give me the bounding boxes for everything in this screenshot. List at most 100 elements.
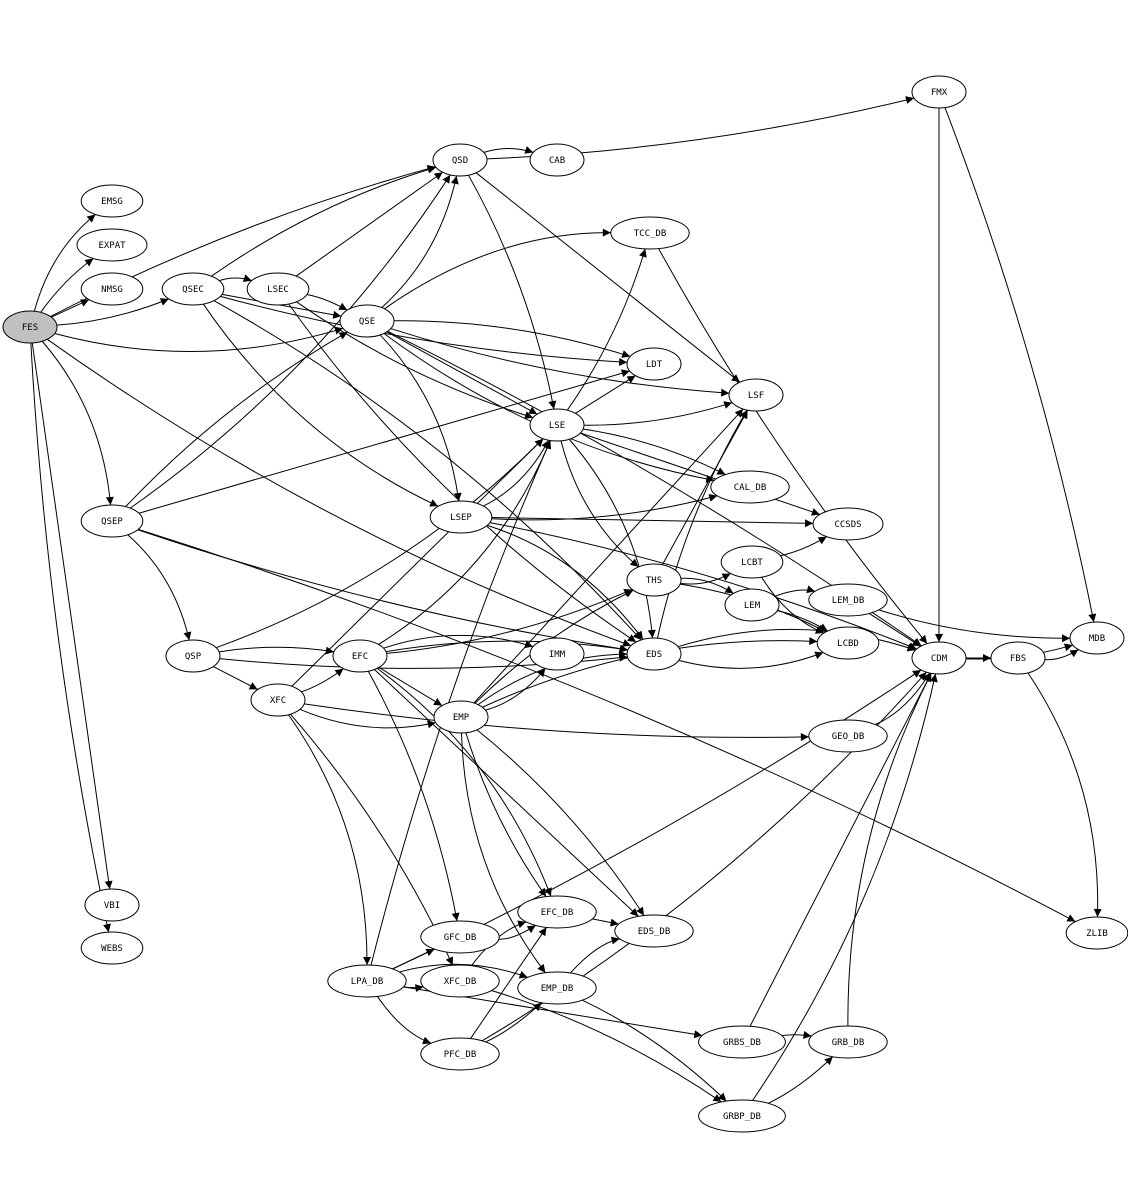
node-xfc[interactable]: XFC [250,683,306,717]
node-ldt[interactable]: LDT [626,347,682,381]
edge-qsec-to-lsep [202,303,439,507]
node-ellipse [720,545,784,579]
edge-qsec-to-eds [213,300,642,641]
node-label: PFC_DB [444,1050,477,1060]
node-qsep[interactable]: QSEP [80,504,144,538]
edge-fes-to-emsg [33,214,96,312]
node-qse[interactable]: QSE [339,304,395,338]
edge-grb_db-to-cdm [847,673,932,1027]
node-pfc-db[interactable]: PFC_DB [420,1037,500,1071]
node-emp[interactable]: EMP [433,700,489,734]
node-lse[interactable]: LSE [529,408,585,442]
node-lem[interactable]: LEM [724,588,780,622]
node-label: QSEC [182,285,204,295]
node-imm[interactable]: IMM [529,637,585,671]
node-fmx[interactable]: FMX [911,75,967,109]
node-grbs-db[interactable]: GRBS_DB [698,1025,786,1059]
node-grbp-db[interactable]: GRBP_DB [698,1099,786,1133]
edge-fes-to-eds [46,338,632,647]
edge-emp_db-to-eds_db [570,936,620,974]
node-emp-db[interactable]: EMP_DB [517,971,597,1005]
node-ellipse [698,1099,786,1133]
node-cal-db[interactable]: CAL_DB [710,470,790,504]
node-ellipse [626,637,682,671]
node-label: MDB [1089,634,1105,644]
node-emsg[interactable]: EMSG [80,184,144,218]
node-ellipse [626,563,682,597]
node-lcbd[interactable]: LCBD [816,626,880,660]
node-gfc-db[interactable]: GFC_DB [420,920,500,954]
node-xfc-db[interactable]: XFC_DB [420,964,500,998]
node-label: FES [22,323,38,333]
node-vbi[interactable]: VBI [84,888,140,922]
node-fes[interactable]: FES [2,310,58,344]
node-geo-db[interactable]: GEO_DB [808,719,888,753]
node-efc[interactable]: EFC [332,639,388,673]
node-expat[interactable]: EXPAT [76,228,148,262]
node-fbs[interactable]: FBS [990,641,1046,675]
edge-lse-to-ths [560,440,639,568]
node-eds[interactable]: EDS [626,637,682,671]
node-ellipse [610,216,690,250]
node-qsd[interactable]: QSD [432,143,488,177]
edge-fbs-to-mdb [1044,649,1079,661]
node-lsep[interactable]: LSEP [429,500,493,534]
edge-qsep-to-qsp [127,534,192,641]
edge-lse-to-tcc_db [566,248,647,411]
node-label: EMSG [101,197,123,207]
node-label: EDS_DB [638,927,671,937]
node-label: EMP [453,713,470,723]
edge-qse-to-tcc_db [384,228,611,310]
node-cdm[interactable]: CDM [911,641,967,675]
node-lem-db[interactable]: LEM_DB [808,583,888,617]
node-lsf[interactable]: LSF [728,378,784,412]
node-ccsds[interactable]: CCSDS [812,507,884,541]
node-label: EFC [352,652,368,662]
node-qsp[interactable]: QSP [165,639,221,673]
node-ellipse [1069,621,1125,655]
node-zlib[interactable]: ZLIB [1065,916,1128,950]
node-lsec[interactable]: LSEC [246,272,310,306]
node-tcc-db[interactable]: TCC_DB [610,216,690,250]
node-efc-db[interactable]: EFC_DB [517,895,597,929]
node-lpa-db[interactable]: LPA_DB [327,964,407,998]
edge-eds-to-lsf [657,409,748,639]
node-ellipse [911,641,967,675]
node-grb-db[interactable]: GRB_DB [808,1025,888,1059]
node-ellipse [80,504,144,538]
edge-grbs_db-to-grb_db [781,1030,812,1039]
node-mdb[interactable]: MDB [1069,621,1125,655]
node-ellipse [529,637,585,671]
edge-efc-to-gfc_db [367,670,460,922]
node-ellipse [517,895,597,929]
node-ellipse [728,378,784,412]
node-nmsg[interactable]: NMSG [80,272,144,306]
edge-emp_db-to-grbp_db [582,999,727,1102]
node-eds-db[interactable]: EDS_DB [614,914,694,948]
edge-fes-to-qse [54,326,344,352]
edge-qsep-to-zlib [138,528,1076,923]
node-ellipse [808,583,888,617]
node-lcbt[interactable]: LCBT [720,545,784,579]
edge-qsec-to-qsd [211,165,437,277]
edge-lsep-to-cal_db [491,493,718,521]
node-ellipse [327,964,407,998]
node-webs[interactable]: WEBS [80,931,144,965]
edge-ths-to-lcbt [680,573,731,585]
node-label: QSE [359,317,375,327]
node-ellipse [816,626,880,660]
edge-fbs-to-zlib [1027,672,1102,918]
edge-grbp_db-to-grb_db [768,1056,834,1104]
node-ellipse [614,914,694,948]
edge-lsec-to-qse [306,293,348,311]
edge-emp-to-lsf [473,408,744,704]
edge-pfc_db-to-efc_db [470,927,547,1039]
node-qsec[interactable]: QSEC [161,272,225,306]
node-ellipse [76,228,148,262]
node-label: XFC_DB [444,977,477,987]
node-ths[interactable]: THS [626,563,682,597]
node-cab[interactable]: CAB [529,143,585,177]
edge-xfc_db-to-grbp_db [491,990,722,1103]
